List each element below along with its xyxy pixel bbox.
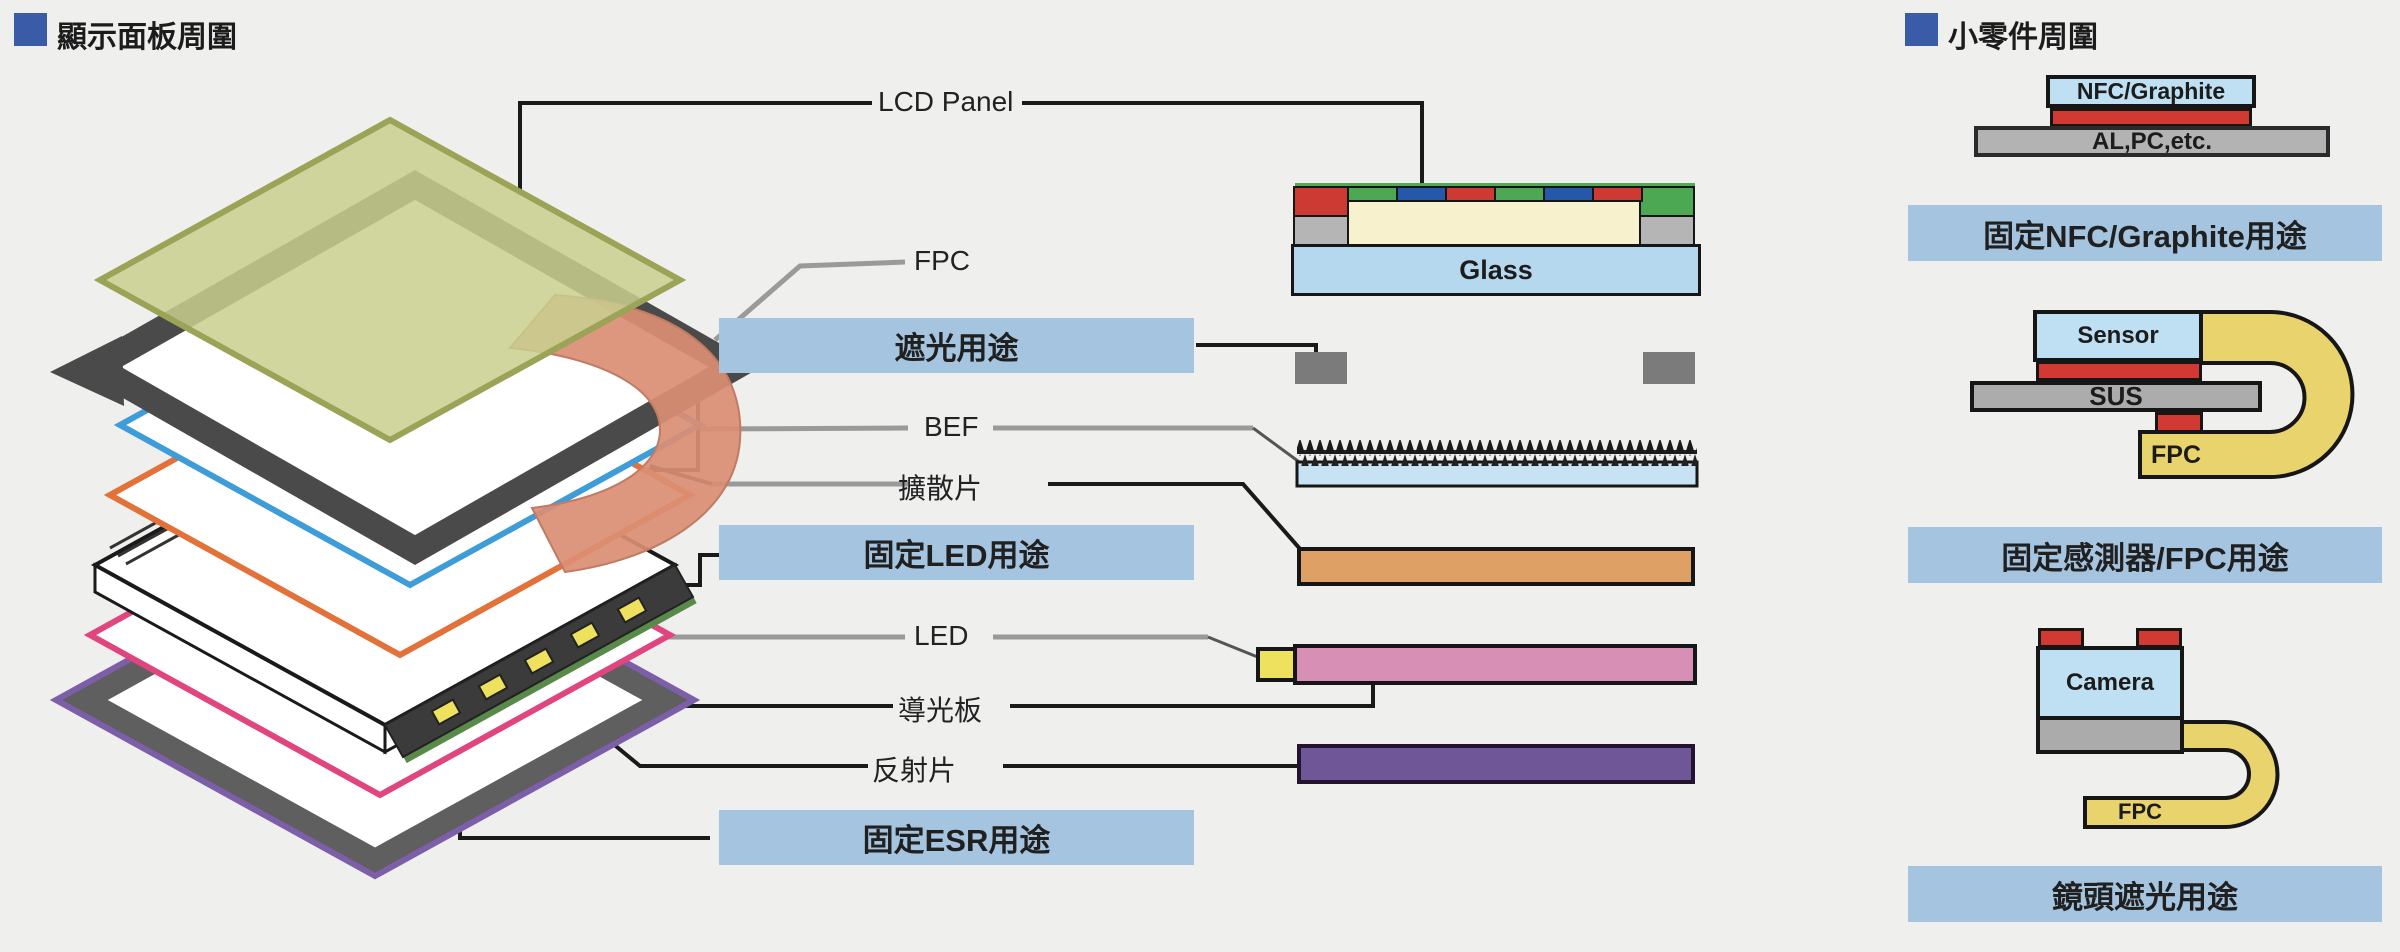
- nfc-graphite-chip: NFC/Graphite: [2046, 75, 2256, 108]
- nfc-base-plate: AL,PC,etc.: [1974, 126, 2330, 157]
- usage-box-fix-led: 固定LED用途: [719, 525, 1194, 580]
- label-led: LED: [914, 620, 969, 651]
- lcd-panel-sheet: [93, 116, 687, 444]
- usage-box-fix-nfc: 固定NFC/Graphite用途: [1908, 205, 2382, 261]
- label-light-guide: 導光板: [898, 695, 983, 726]
- camera-fpc-label: FPC: [2118, 799, 2162, 824]
- light-guide-bar: [1293, 644, 1697, 685]
- camera-base: [2040, 720, 2180, 750]
- sensor-fpc-label: FPC: [2151, 440, 2201, 469]
- camera-pad-right: [2136, 628, 2182, 648]
- left-section-bullet-icon: [14, 13, 47, 46]
- usage-box-fix-esr: 固定ESR用途: [719, 810, 1194, 865]
- rgb-segment: [1396, 186, 1447, 202]
- label-diffuser: 擴散片: [898, 473, 983, 504]
- rgb-segment: [1347, 186, 1398, 202]
- nfc-adhesive-layer: [2050, 108, 2252, 127]
- led-block: [1256, 647, 1297, 682]
- usage-box-lens-shading: 鏡頭遮光用途: [1908, 866, 2382, 922]
- sensor-base-plate: SUS: [1970, 381, 2262, 412]
- seal-right-gray: [1639, 215, 1695, 246]
- lcd-cross-section: Glass: [1290, 183, 1702, 296]
- sensor-chip: Sensor: [2033, 310, 2203, 362]
- camera-pad-left: [2038, 628, 2084, 648]
- left-section-title: 顯示面板周圍: [57, 21, 237, 54]
- right-section-bullet-icon: [1905, 13, 1938, 46]
- sensor-adhesive-lower: [2155, 412, 2203, 433]
- rgb-segment: [1445, 186, 1496, 202]
- bef-film-cross-section: [1295, 440, 1699, 488]
- sensor-fpc-ribbon: [2138, 310, 2355, 479]
- seal-right-green: [1639, 186, 1695, 219]
- usage-box-shading: 遮光用途: [719, 318, 1194, 373]
- shading-tape-left: [1295, 352, 1347, 384]
- seal-left-gray: [1293, 215, 1349, 246]
- right-section-title: 小零件周圍: [1948, 21, 2098, 54]
- rgb-segment: [1543, 186, 1594, 202]
- led-strip: [383, 563, 697, 764]
- camera-fpc-ribbon: [2083, 720, 2280, 829]
- label-lcd-panel: LCD Panel: [878, 86, 1014, 117]
- label-bef: BEF: [924, 411, 979, 442]
- sensor-adhesive-upper: [2036, 361, 2202, 381]
- rgb-segment: [1494, 186, 1545, 202]
- glass-substrate: Glass: [1291, 244, 1701, 296]
- camera-chip: Camera: [2040, 650, 2180, 720]
- shading-tape-right: [1643, 352, 1695, 384]
- diffuser-bar: [1297, 547, 1695, 586]
- label-reflector: 反射片: [872, 755, 957, 786]
- color-filter-top-line: [1295, 183, 1695, 187]
- rgb-segment: [1592, 186, 1643, 202]
- reflector-bar: [1297, 744, 1695, 784]
- usage-box-fix-sensor: 固定感測器/FPC用途: [1908, 527, 2382, 583]
- arrow-icon: [50, 336, 124, 406]
- camera-body: Camera: [2036, 646, 2184, 754]
- label-fpc: FPC: [914, 245, 970, 276]
